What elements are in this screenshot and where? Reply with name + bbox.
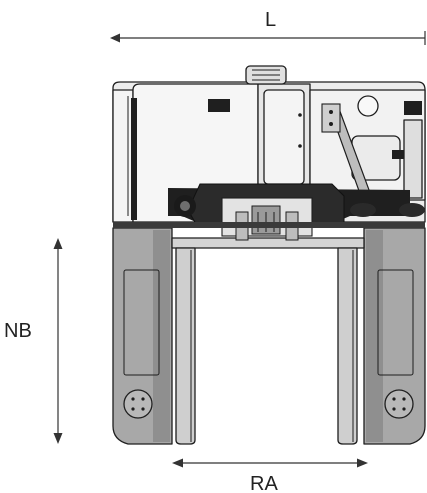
mast-bolt-1	[329, 110, 333, 114]
left-leg-wheel-cover	[123, 389, 153, 419]
dimension-l: L	[110, 9, 426, 45]
left-leg-bolt-2	[141, 397, 145, 401]
dimension-nb-bottom-arrowhead	[53, 433, 63, 444]
left-leg-bolt-4	[141, 407, 145, 411]
left-leg-bolt-3	[131, 407, 135, 411]
right-leg-bolt-1	[392, 397, 396, 401]
dimension-l-label: L	[265, 9, 276, 31]
control-panel	[404, 101, 422, 115]
left-base-leg	[112, 227, 173, 445]
forklift-machine	[112, 65, 426, 445]
dimension-nb: NB	[4, 238, 63, 444]
left-leg-inner-shade	[153, 230, 170, 442]
right-leg-panel	[377, 269, 414, 376]
chassis-base-stripe	[113, 222, 425, 228]
left-leg-panel	[123, 269, 160, 376]
seat-label	[392, 150, 406, 159]
right-support-wheel	[350, 203, 376, 217]
mast-bracket	[321, 103, 341, 133]
cab-door-window	[263, 89, 305, 185]
dimension-ra-right-arrowhead	[357, 458, 368, 468]
left-side-panel	[112, 89, 134, 223]
right-base-leg	[363, 227, 426, 445]
hood-accent-bar	[131, 98, 137, 220]
fork-carriage-bar	[171, 237, 365, 249]
right-leg-inner-shade	[366, 230, 383, 442]
cab-door-hinge-1	[298, 113, 302, 117]
right-leg-bolt-2	[402, 397, 406, 401]
mast-bolt-2	[329, 122, 333, 126]
hood-label-plate	[208, 99, 230, 112]
right-leg-wheel-cover	[384, 389, 414, 419]
right-fork	[337, 247, 358, 445]
right-leg-bolt-4	[402, 407, 406, 411]
left-leg-bolt-1	[131, 397, 135, 401]
chassis	[112, 65, 426, 241]
cab-door-hinge-2	[298, 144, 302, 148]
dimension-ra-label: RA	[250, 473, 278, 493]
steering-wheel	[357, 95, 379, 117]
dimension-nb-label: NB	[4, 320, 32, 342]
far-right-support-wheel	[399, 203, 425, 217]
left-fork	[175, 247, 196, 445]
left-drive-wheel-hub	[180, 201, 190, 211]
dimension-nb-top-arrowhead	[53, 238, 63, 249]
dimension-l-arrowhead	[110, 33, 120, 43]
dimension-ra-left-arrowhead	[172, 458, 183, 468]
right-pillar	[403, 119, 423, 199]
dimension-ra: RA	[172, 458, 368, 493]
right-leg-bolt-3	[392, 407, 396, 411]
